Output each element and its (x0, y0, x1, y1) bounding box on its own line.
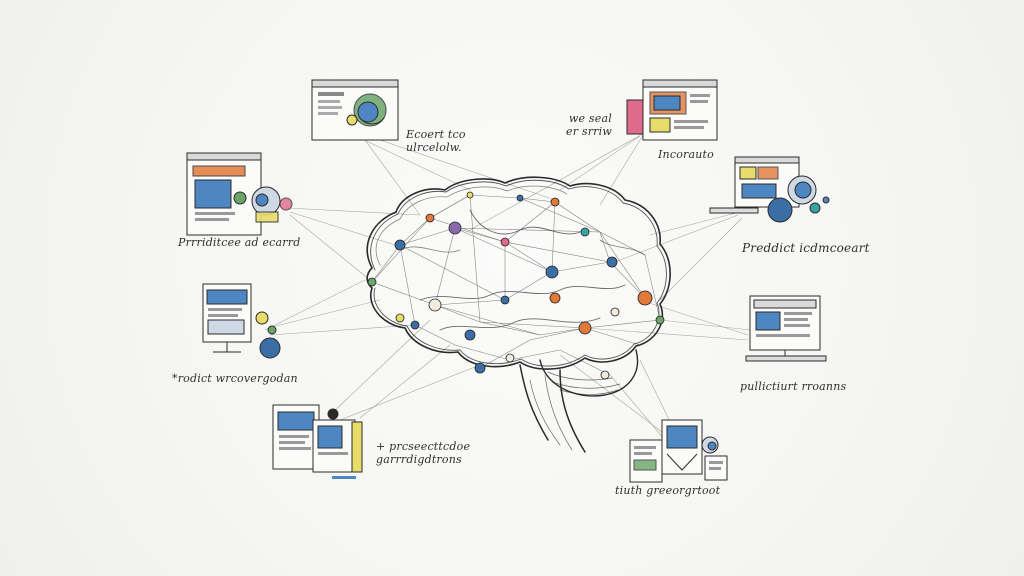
node (545, 265, 559, 279)
label-top-right: we seal er srriw (566, 112, 612, 138)
node (367, 277, 377, 287)
screen-cluster-icon-bottom-left (272, 404, 363, 479)
label-bottom-left-line2: garrrdigdtrons (376, 453, 462, 466)
screen-cluster-icon-bottom-right (629, 419, 728, 483)
node (428, 298, 442, 312)
node (500, 295, 510, 305)
label-top-right-line1: we seal (568, 112, 612, 125)
node (466, 191, 474, 199)
node (655, 315, 665, 325)
label-top-left: Ecoert tco ulrcelolw. (406, 128, 466, 154)
label-right-mid: pullictiurt rroanns (740, 380, 847, 393)
node (606, 256, 618, 268)
node (448, 221, 462, 235)
label-right-upper: Preddict icdmcoeart (742, 241, 870, 255)
node (410, 320, 420, 330)
label-top-right-under: Incorauto (658, 148, 714, 161)
screen-cluster-icon-top-right (626, 79, 718, 141)
node (395, 313, 405, 323)
label-bottom-right: tiuth greeorgrtoot (615, 484, 721, 497)
node (464, 329, 476, 341)
node (474, 362, 486, 374)
node (637, 290, 653, 306)
label-left-mid: *rodict wrcovergodan (172, 372, 298, 385)
label-bottom-left-line1: + prcseecttcdoe (376, 440, 471, 453)
neural-nodes (367, 191, 665, 380)
node (394, 239, 406, 251)
label-top-left-line1: Ecoert tco (406, 128, 466, 141)
node (549, 292, 561, 304)
connection-lines (264, 129, 751, 443)
screen-cluster-icon-top-left (311, 79, 399, 141)
monitor-icon-left-mid (202, 283, 281, 359)
label-top-right-line2: er srriw (566, 125, 612, 138)
node (580, 227, 590, 237)
screen-cluster-icon-left-upper (186, 152, 293, 236)
monitor-icon-right-mid (745, 295, 827, 362)
node (500, 237, 510, 247)
node (600, 370, 610, 380)
node (550, 197, 560, 207)
brain-outline (366, 176, 671, 453)
label-top-left-line2: ulrcelolw. (406, 141, 462, 154)
label-bottom-left: + prcseecttcdoe garrrdigdtrons (376, 440, 470, 466)
node (610, 307, 620, 317)
screen-cluster-icon-right-upper (709, 156, 830, 223)
label-left-upper: Prrriditcee ad ecarrd (178, 236, 301, 249)
node (578, 321, 592, 335)
node (505, 353, 515, 363)
neural-mesh (371, 194, 661, 376)
node (516, 194, 524, 202)
node (425, 213, 435, 223)
